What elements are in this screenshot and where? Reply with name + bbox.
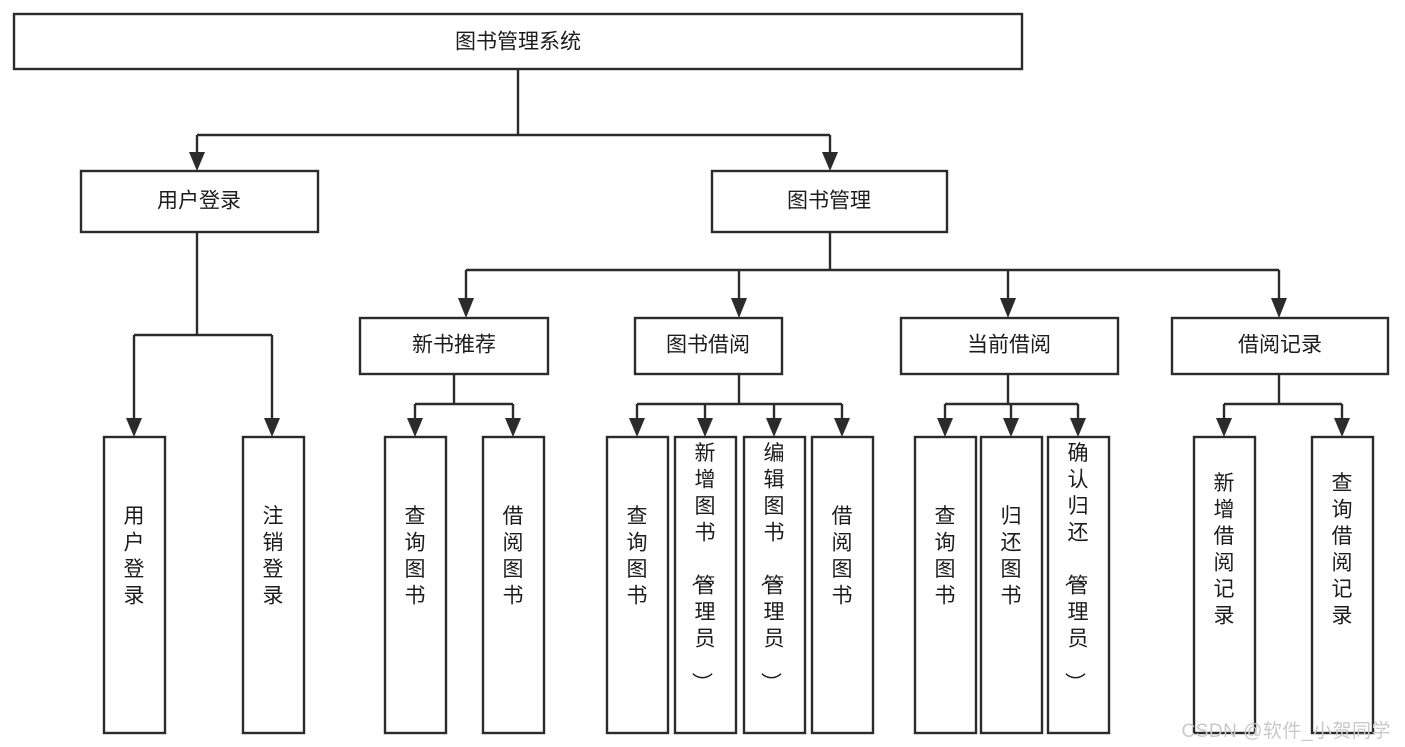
node-leaf-3-label: 查询图书 (405, 505, 426, 608)
node-borrow-record-label: 借阅记录 (1238, 334, 1322, 357)
node-leaf-9[interactable]: 查询图书 (913, 435, 978, 735)
node-leaf-1-label: 用户登录 (124, 505, 145, 608)
node-leaf-9-box[interactable] (913, 435, 978, 735)
node-leaf-13[interactable]: 查询借阅记录 (1310, 435, 1375, 735)
arrow-head-leaf-9 (937, 418, 953, 437)
node-leaf-13-box[interactable] (1310, 435, 1375, 735)
arrow-head-new-book-rec (458, 298, 474, 318)
node-leaf-4-box[interactable] (481, 435, 546, 735)
arrow-head-leaf-4 (505, 418, 521, 437)
connector-group (126, 69, 1350, 437)
node-book-manage-box[interactable] (710, 169, 949, 234)
node-current-borrow-box[interactable] (899, 316, 1120, 376)
node-root-label: 图书管理系统 (455, 31, 581, 54)
csdn-watermark: CSDN @软件_小贺同学 (1181, 721, 1391, 742)
node-leaf-1-box[interactable] (102, 435, 167, 735)
arrow-head-leaf-1 (126, 418, 142, 437)
node-leaf-10-box[interactable] (979, 435, 1044, 735)
node-leaf-6[interactable]: 新增图书（管理员） (673, 435, 738, 735)
node-leaf-7[interactable]: 编辑图书（管理员） (742, 435, 807, 735)
arrow-head-leaf-6 (697, 418, 713, 437)
arrow-head-leaf-7 (766, 418, 782, 437)
node-book-borrow-label: 图书借阅 (666, 334, 750, 357)
node-leaf-3[interactable]: 查询图书 (383, 435, 448, 735)
arrow-head-borrow-record (1271, 298, 1287, 318)
node-leaf-11[interactable]: 确认归还（管理员） (1046, 435, 1111, 735)
arrow-head-leaf-3 (407, 418, 423, 437)
node-current-borrow[interactable]: 当前借阅 (899, 316, 1120, 376)
node-book-borrow-box[interactable] (633, 316, 784, 376)
node-leaf-12-label: 新增借阅记录 (1214, 472, 1235, 628)
node-leaf-5-label: 查询图书 (627, 505, 648, 608)
node-leaf-11-label: 确认归还（管理员） (1063, 442, 1089, 693)
node-leaf-10-label: 归还图书 (1001, 505, 1022, 608)
node-leaf-12[interactable]: 新增借阅记录 (1192, 435, 1257, 735)
node-leaf-2[interactable]: 注销登录 (241, 435, 306, 735)
node-leaf-13-label: 查询借阅记录 (1332, 472, 1353, 628)
arrow-head-user-login (189, 152, 205, 171)
node-root[interactable]: 图书管理系统 (12, 12, 1024, 71)
node-new-book-rec-box[interactable] (358, 316, 550, 376)
node-book-manage-label: 图书管理 (787, 190, 871, 213)
node-current-borrow-label: 当前借阅 (967, 334, 1051, 357)
arrow-head-current-borrow (1000, 298, 1016, 318)
arrow-head-leaf-13 (1334, 418, 1350, 437)
arrow-head-book-borrow (731, 298, 747, 318)
node-borrow-record-box[interactable] (1170, 316, 1390, 376)
arrow-head-leaf-8 (834, 418, 850, 437)
arrow-head-leaf-5 (629, 418, 645, 437)
arrow-head-leaf-10 (1003, 418, 1019, 437)
node-leaf-5-box[interactable] (605, 435, 670, 735)
node-leaf-6-box[interactable] (673, 435, 738, 735)
node-borrow-record[interactable]: 借阅记录 (1170, 316, 1390, 376)
arrow-head-leaf-11 (1070, 418, 1086, 437)
node-leaf-2-label: 注销登录 (263, 505, 284, 608)
node-root-box[interactable] (12, 12, 1024, 71)
node-leaf-4[interactable]: 借阅图书 (481, 435, 546, 735)
arrow-head-leaf-12 (1216, 418, 1232, 437)
node-leaf-1[interactable]: 用户登录 (102, 435, 167, 735)
node-user-login-box[interactable] (79, 169, 320, 234)
node-book-borrow[interactable]: 图书借阅 (633, 316, 784, 376)
node-leaf-6-label: 新增图书（管理员） (690, 442, 716, 693)
node-leaf-8[interactable]: 借阅图书 (810, 435, 875, 735)
node-leaf-12-box[interactable] (1192, 435, 1257, 735)
node-book-manage[interactable]: 图书管理 (710, 169, 949, 234)
node-leaf-3-box[interactable] (383, 435, 448, 735)
node-leaf-10[interactable]: 归还图书 (979, 435, 1044, 735)
node-new-book-rec[interactable]: 新书推荐 (358, 316, 550, 376)
arrow-head-book-manage (822, 152, 838, 171)
node-leaf-2-box[interactable] (241, 435, 306, 735)
node-user-login-label: 用户登录 (157, 190, 241, 213)
node-user-login[interactable]: 用户登录 (79, 169, 320, 234)
node-leaf-4-label: 借阅图书 (503, 505, 524, 608)
node-leaf-8-box[interactable] (810, 435, 875, 735)
node-leaf-5[interactable]: 查询图书 (605, 435, 670, 735)
arrow-head-leaf-2 (264, 418, 280, 437)
node-leaf-7-box[interactable] (742, 435, 807, 735)
node-leaf-11-box[interactable] (1046, 435, 1111, 735)
node-new-book-rec-label: 新书推荐 (412, 334, 496, 357)
node-leaf-7-label: 编辑图书（管理员） (759, 442, 785, 693)
node-leaf-9-label: 查询图书 (935, 505, 956, 608)
node-leaf-8-label: 借阅图书 (832, 505, 853, 608)
